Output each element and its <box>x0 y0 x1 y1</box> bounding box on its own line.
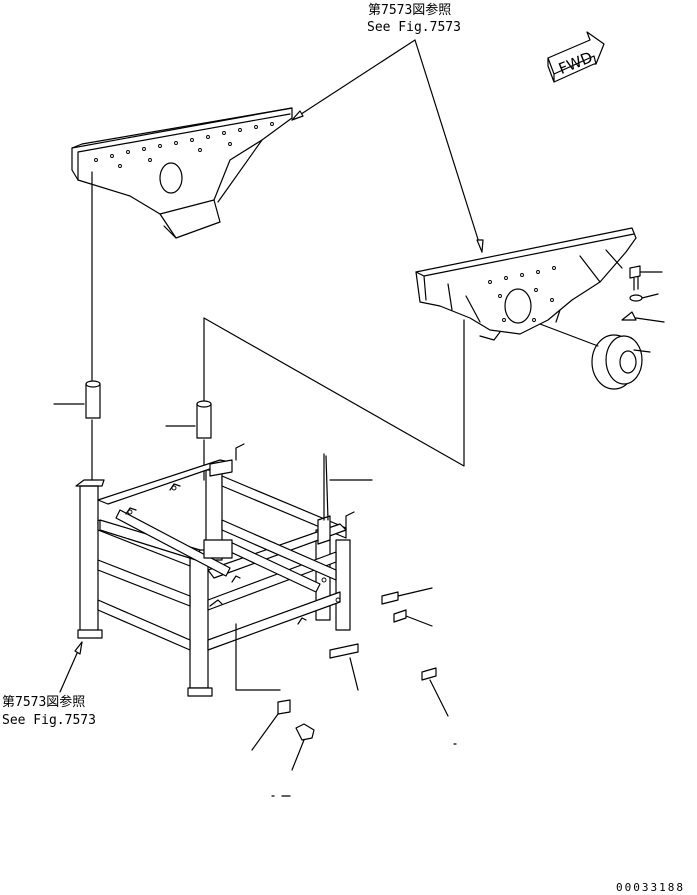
tags-and-shims <box>235 587 457 797</box>
fwd-arrow-icon: FWD <box>547 31 605 83</box>
left-side-plate <box>71 107 293 239</box>
bolt-and-bearing-group <box>539 265 665 390</box>
right-side-plate <box>415 227 637 341</box>
top-reference-jp: 第7573図参照 <box>368 2 451 18</box>
top-reference-en: See Fig.7573 <box>367 20 461 35</box>
reference-leaders <box>291 39 484 253</box>
left-bushing <box>53 171 101 481</box>
drawing-number: 00033188 <box>616 881 685 894</box>
left-reference-en: See Fig.7573 <box>2 713 96 728</box>
right-bushing <box>165 317 465 481</box>
left-reference-jp: 第7573図参照 <box>2 694 85 710</box>
support-frame <box>75 443 373 697</box>
left-reference-leader <box>59 641 83 693</box>
